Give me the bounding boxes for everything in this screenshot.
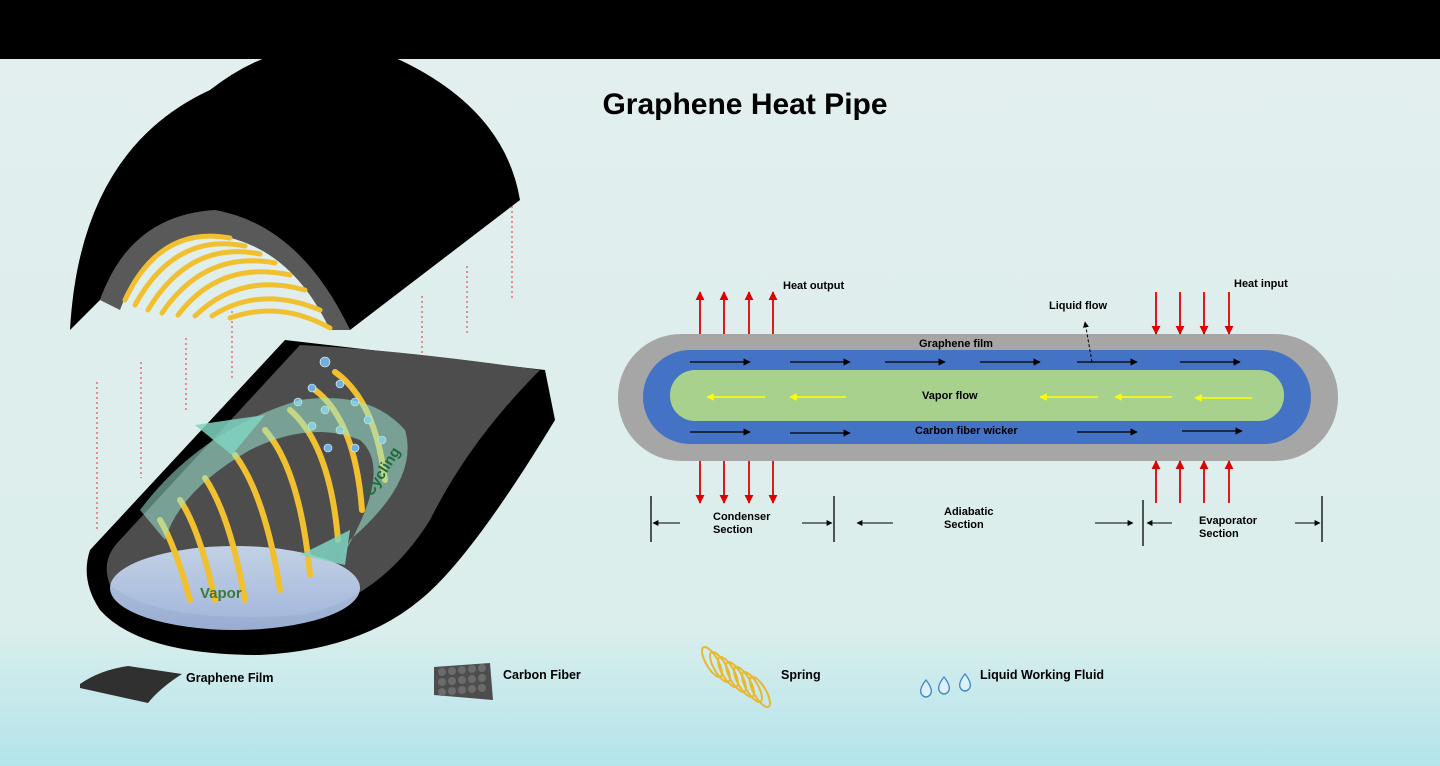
adiabatic-label-1: Adiabatic (944, 506, 994, 518)
legend-graphene-film-label: Graphene Film (186, 671, 274, 685)
heat-pipe-illustration: Cycling Vapor (70, 45, 555, 655)
carbon-fiber-swatch (434, 663, 493, 700)
condenser-label-1: Condenser (713, 511, 771, 523)
vapor-label: Vapor (200, 585, 242, 602)
condenser-label-2: Section (713, 524, 753, 536)
liquid-flow-label: Liquid flow (1049, 300, 1107, 312)
legend-spring-label: Spring (781, 668, 821, 682)
legend-liquid-working-fluid-label: Liquid Working Fluid (980, 668, 1104, 682)
vapor-flow-label: Vapor flow (922, 390, 978, 402)
heat-input-arrows-top (1156, 292, 1229, 334)
legend-carbon-fiber-label: Carbon Fiber (503, 668, 581, 682)
heat-output-arrows-top (700, 292, 773, 334)
heat-input-label: Heat input (1234, 278, 1288, 290)
evaporator-label-1: Evaporator (1199, 515, 1258, 527)
heat-input-arrows-bottom (1156, 461, 1229, 503)
heat-pipe-schematic: Heat output Heat input Liquid flow Graph… (618, 278, 1338, 546)
liquid-droplet-swatch (921, 674, 971, 697)
adiabatic-label-2: Section (944, 519, 984, 531)
carbon-fiber-wicker-label: Carbon fiber wicker (915, 425, 1018, 437)
evaporator-label-2: Section (1199, 528, 1239, 540)
graphene-film-label: Graphene film (919, 338, 993, 350)
spring-swatch (698, 644, 773, 709)
heat-output-label: Heat output (783, 280, 844, 292)
heat-output-arrows-bottom (700, 461, 773, 503)
graphene-film-swatch (80, 666, 182, 703)
